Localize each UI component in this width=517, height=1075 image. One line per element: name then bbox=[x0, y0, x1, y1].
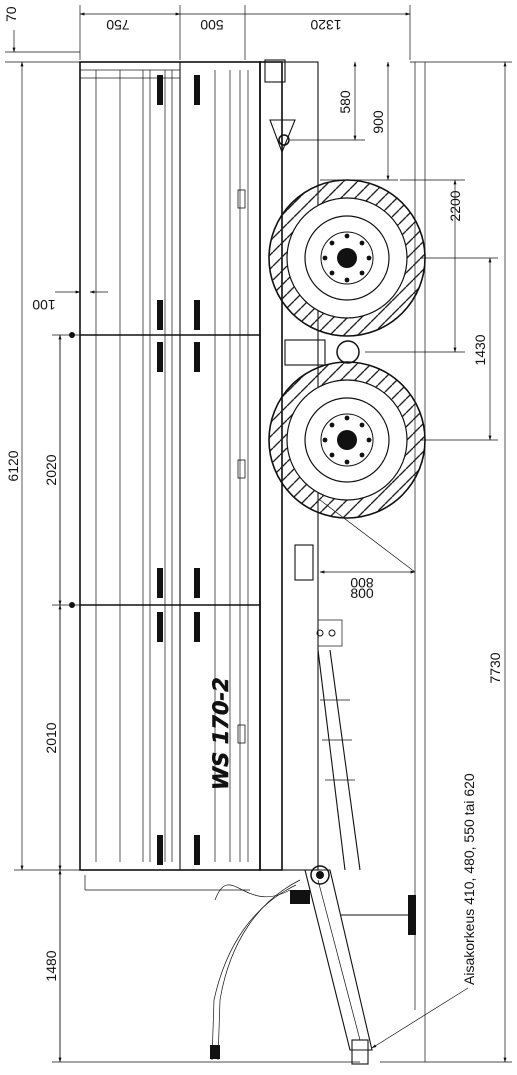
dimension-lines bbox=[5, 5, 512, 1063]
rear-wheel bbox=[268, 361, 426, 519]
dim-1480: 1480 bbox=[43, 950, 59, 981]
dim-100: 100 bbox=[32, 297, 56, 313]
dimension-labels: 70 750 500 1320 580 900 2200 1430 100 80… bbox=[3, 6, 503, 985]
height-note: Aisakorkeus 410, 480, 550 tai 620 bbox=[461, 773, 477, 985]
dim-2020: 2020 bbox=[43, 454, 59, 485]
dim-500: 500 bbox=[200, 17, 224, 33]
dim-2010: 2010 bbox=[43, 722, 59, 753]
dim-1320: 1320 bbox=[310, 17, 341, 33]
dim-1430: 1430 bbox=[472, 334, 488, 365]
model-label: WS 170-2 bbox=[209, 677, 233, 790]
dim-7730: 7730 bbox=[487, 652, 503, 683]
dim-2200: 2200 bbox=[447, 190, 463, 221]
dim-580: 580 bbox=[337, 90, 353, 114]
dim-6120: 6120 bbox=[5, 450, 21, 481]
dim-750: 750 bbox=[106, 17, 130, 33]
dim-800-mirror: 800 bbox=[350, 575, 374, 591]
dim-900: 900 bbox=[370, 110, 386, 134]
front-wheel bbox=[268, 179, 426, 337]
dim-800: 800 bbox=[350, 585, 374, 601]
dim-70: 70 bbox=[3, 6, 19, 22]
drawbar bbox=[84, 649, 416, 1065]
